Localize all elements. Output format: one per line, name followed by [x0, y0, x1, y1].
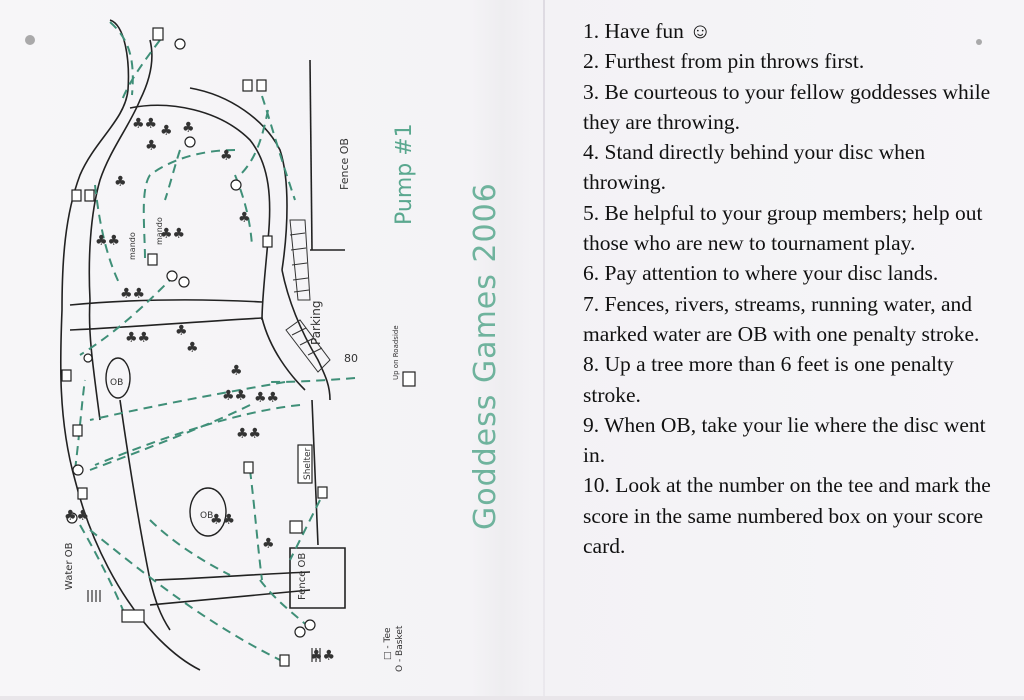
mando-label-2: mando: [155, 217, 164, 245]
svg-text:♣♣: ♣♣: [95, 233, 120, 249]
mando-label-1: mando: [128, 232, 137, 260]
rule-item: 3. Be courteous to your fellow goddesses…: [583, 79, 991, 134]
rule-item: 4. Stand directly behind your disc when …: [583, 140, 926, 195]
rules-list: 1. Have fun ☺ 2. Furthest from pin throw…: [583, 16, 1003, 561]
map-labels: Fence OB Parking 80 Up on Roadside Shelt…: [64, 138, 405, 672]
tee-markers: [61, 27, 416, 667]
course-map: ♣♣♣♣ ♣♣♣ ♣♣♣♣♣ ♣♣♣♣♣ ♣♣♣♣ ♣♣♣♣♣♣ ♣♣♣♣♣ F…: [25, 19, 416, 672]
svg-text:♣♣: ♣♣: [160, 226, 185, 242]
legend-tee: □ - Tee: [383, 627, 393, 660]
legend-basket: O - Basket: [395, 625, 405, 672]
svg-text:♣♣: ♣♣: [236, 426, 261, 442]
rules-panel: 1. Have fun ☺ 2. Furthest from pin throw…: [545, 0, 1024, 696]
fence-ob-top-label: Fence OB: [338, 138, 351, 190]
svg-text:♣: ♣: [220, 148, 233, 164]
svg-text:♣♣: ♣♣: [254, 390, 279, 406]
svg-text:♣: ♣: [186, 340, 199, 356]
fold-line: [543, 0, 545, 696]
pin-mark-icon: [976, 39, 982, 45]
svg-text:♣♣: ♣♣: [210, 512, 235, 528]
pump-1-label: Pump #1: [392, 123, 417, 225]
pond-ob-1-label: OB: [110, 378, 123, 388]
pin-hole: [25, 35, 35, 45]
svg-text:♣: ♣: [238, 210, 251, 226]
rule-item: 8. Up a tree more than 6 feet is one pen…: [583, 352, 954, 407]
number-80-label: 80: [344, 352, 358, 365]
svg-text:♣: ♣: [114, 174, 127, 190]
water-ob-label: Water OB: [64, 542, 75, 590]
rule-item: 9. When OB, take your lie where the disc…: [583, 412, 986, 468]
pond-ob-2-label: OB: [200, 511, 213, 521]
parking-label: Parking: [309, 301, 323, 346]
rule-item: 7. Fences, rivers, streams, running wate…: [583, 291, 980, 346]
rule-item: 5. Be helpful to your group members; hel…: [583, 200, 983, 256]
document-title: Goddess Games 2006: [468, 182, 503, 530]
svg-text:♣: ♣: [160, 123, 173, 139]
up-on-roadside-label: Up on Roadside: [392, 325, 400, 380]
shelter-label: Shelter: [303, 447, 313, 480]
svg-text:♣♣: ♣♣: [64, 508, 89, 524]
basket-markers: [66, 38, 316, 638]
svg-text:♣: ♣: [145, 138, 158, 154]
svg-text:♣: ♣: [175, 323, 188, 339]
rule-item: 10. Look at the number on the tee and ma…: [583, 473, 991, 559]
svg-text:♣: ♣: [262, 536, 275, 552]
fairway-lines: [74, 21, 356, 661]
svg-text:♣: ♣: [230, 363, 243, 379]
fence-ob-bottom-label: Fence OB: [297, 553, 308, 600]
parking-lot: [285, 219, 331, 373]
svg-text:♣: ♣: [182, 120, 195, 136]
road-outlines: [59, 19, 346, 671]
svg-text:♣♣: ♣♣: [120, 286, 145, 302]
course-map-panel: ♣♣♣♣ ♣♣♣ ♣♣♣♣♣ ♣♣♣♣♣ ♣♣♣♣ ♣♣♣♣♣♣ ♣♣♣♣♣ F…: [25, 19, 417, 672]
svg-text:♣♣: ♣♣: [132, 116, 157, 132]
water-marks: [87, 590, 321, 662]
svg-text:♣♣: ♣♣: [310, 648, 335, 664]
pond-ob-1: [105, 357, 131, 399]
svg-text:♣♣: ♣♣: [222, 388, 247, 404]
pond-ob-2: [189, 487, 227, 537]
rule-item: 1. Have fun ☺: [583, 19, 712, 43]
rule-item: 6. Pay attention to where your disc land…: [583, 261, 939, 286]
svg-text:♣♣: ♣♣: [125, 330, 150, 346]
rule-item: 2. Furthest from pin throws first.: [583, 49, 865, 74]
